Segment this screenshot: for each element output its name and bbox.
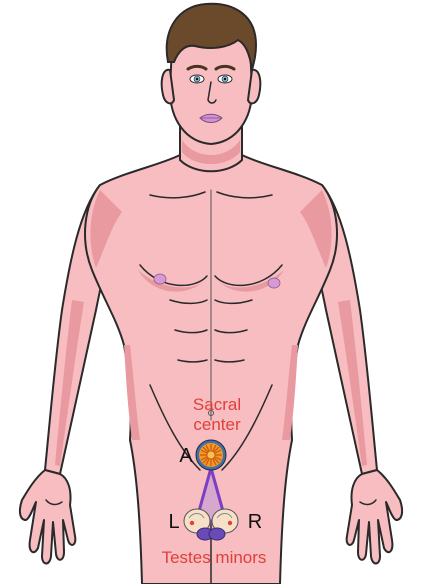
testes-label: Testes minors: [162, 548, 267, 567]
right-hand: [347, 470, 402, 564]
sacral-label-line2: center: [193, 415, 241, 434]
head: [162, 4, 261, 144]
sacral-label-line1: Sacral: [193, 395, 241, 414]
anterior-label: A: [179, 445, 193, 467]
left-label: L: [168, 511, 179, 533]
sacral-chakra-icon: [196, 440, 226, 470]
right-label: R: [248, 511, 262, 533]
left-hand: [20, 470, 75, 564]
